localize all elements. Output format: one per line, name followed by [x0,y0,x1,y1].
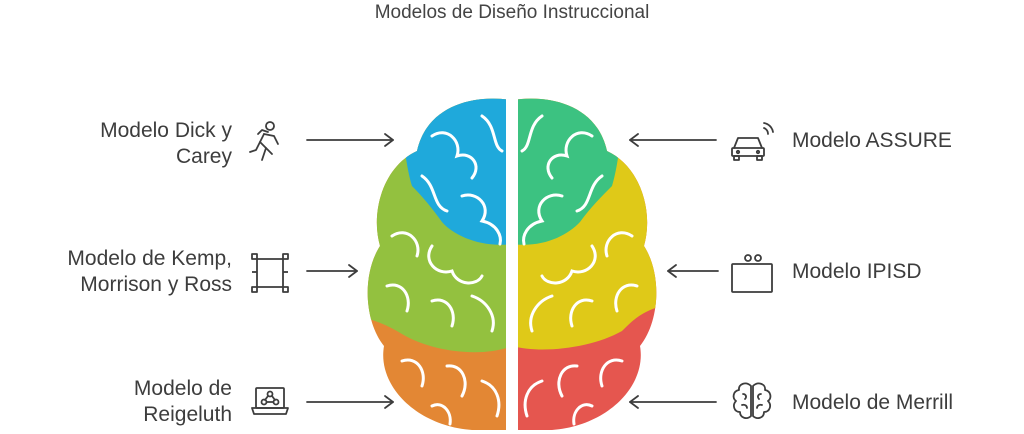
brain-diagram [367,96,657,434]
label-dick-carey: Modelo Dick y Carey [40,118,232,170]
arrow-kemp [306,264,358,278]
left-hemisphere [367,98,512,430]
diagram-title: Modelos de Diseño Instruccional [374,2,650,23]
label-kemp-line2: Morrison y Ross [80,273,232,296]
label-reigeluth-line2: Reigeluth [143,403,232,426]
label-reigeluth-line1: Modelo de [133,377,232,400]
frame-icon [251,253,289,293]
running-person-icon [249,121,279,161]
arrow-assure [629,133,717,147]
label-kemp: Modelo de Kemp, Morrison y Ross [20,246,232,298]
arrow-dick-carey [306,133,394,147]
label-merrill: Modelo de Merrill [792,391,954,414]
right-hemisphere [512,98,657,430]
arrow-ipisd [667,264,719,278]
label-reigeluth: Modelo de Reigeluth [40,376,232,428]
laptop-network-icon [251,387,289,415]
label-dick-carey-line2: Carey [175,145,232,168]
arrow-reigeluth [306,395,394,409]
brain-divider [506,96,518,434]
brain-icon [732,382,772,419]
car-signal-icon [731,122,774,161]
label-ipisd: Modelo IPISD [792,260,922,283]
arrow-merrill [629,395,717,409]
label-dick-carey-line1: Modelo Dick y [100,119,232,142]
device-icon [731,254,773,293]
label-kemp-line1: Modelo de Kemp, [67,247,232,270]
label-assure: Modelo ASSURE [792,129,952,152]
